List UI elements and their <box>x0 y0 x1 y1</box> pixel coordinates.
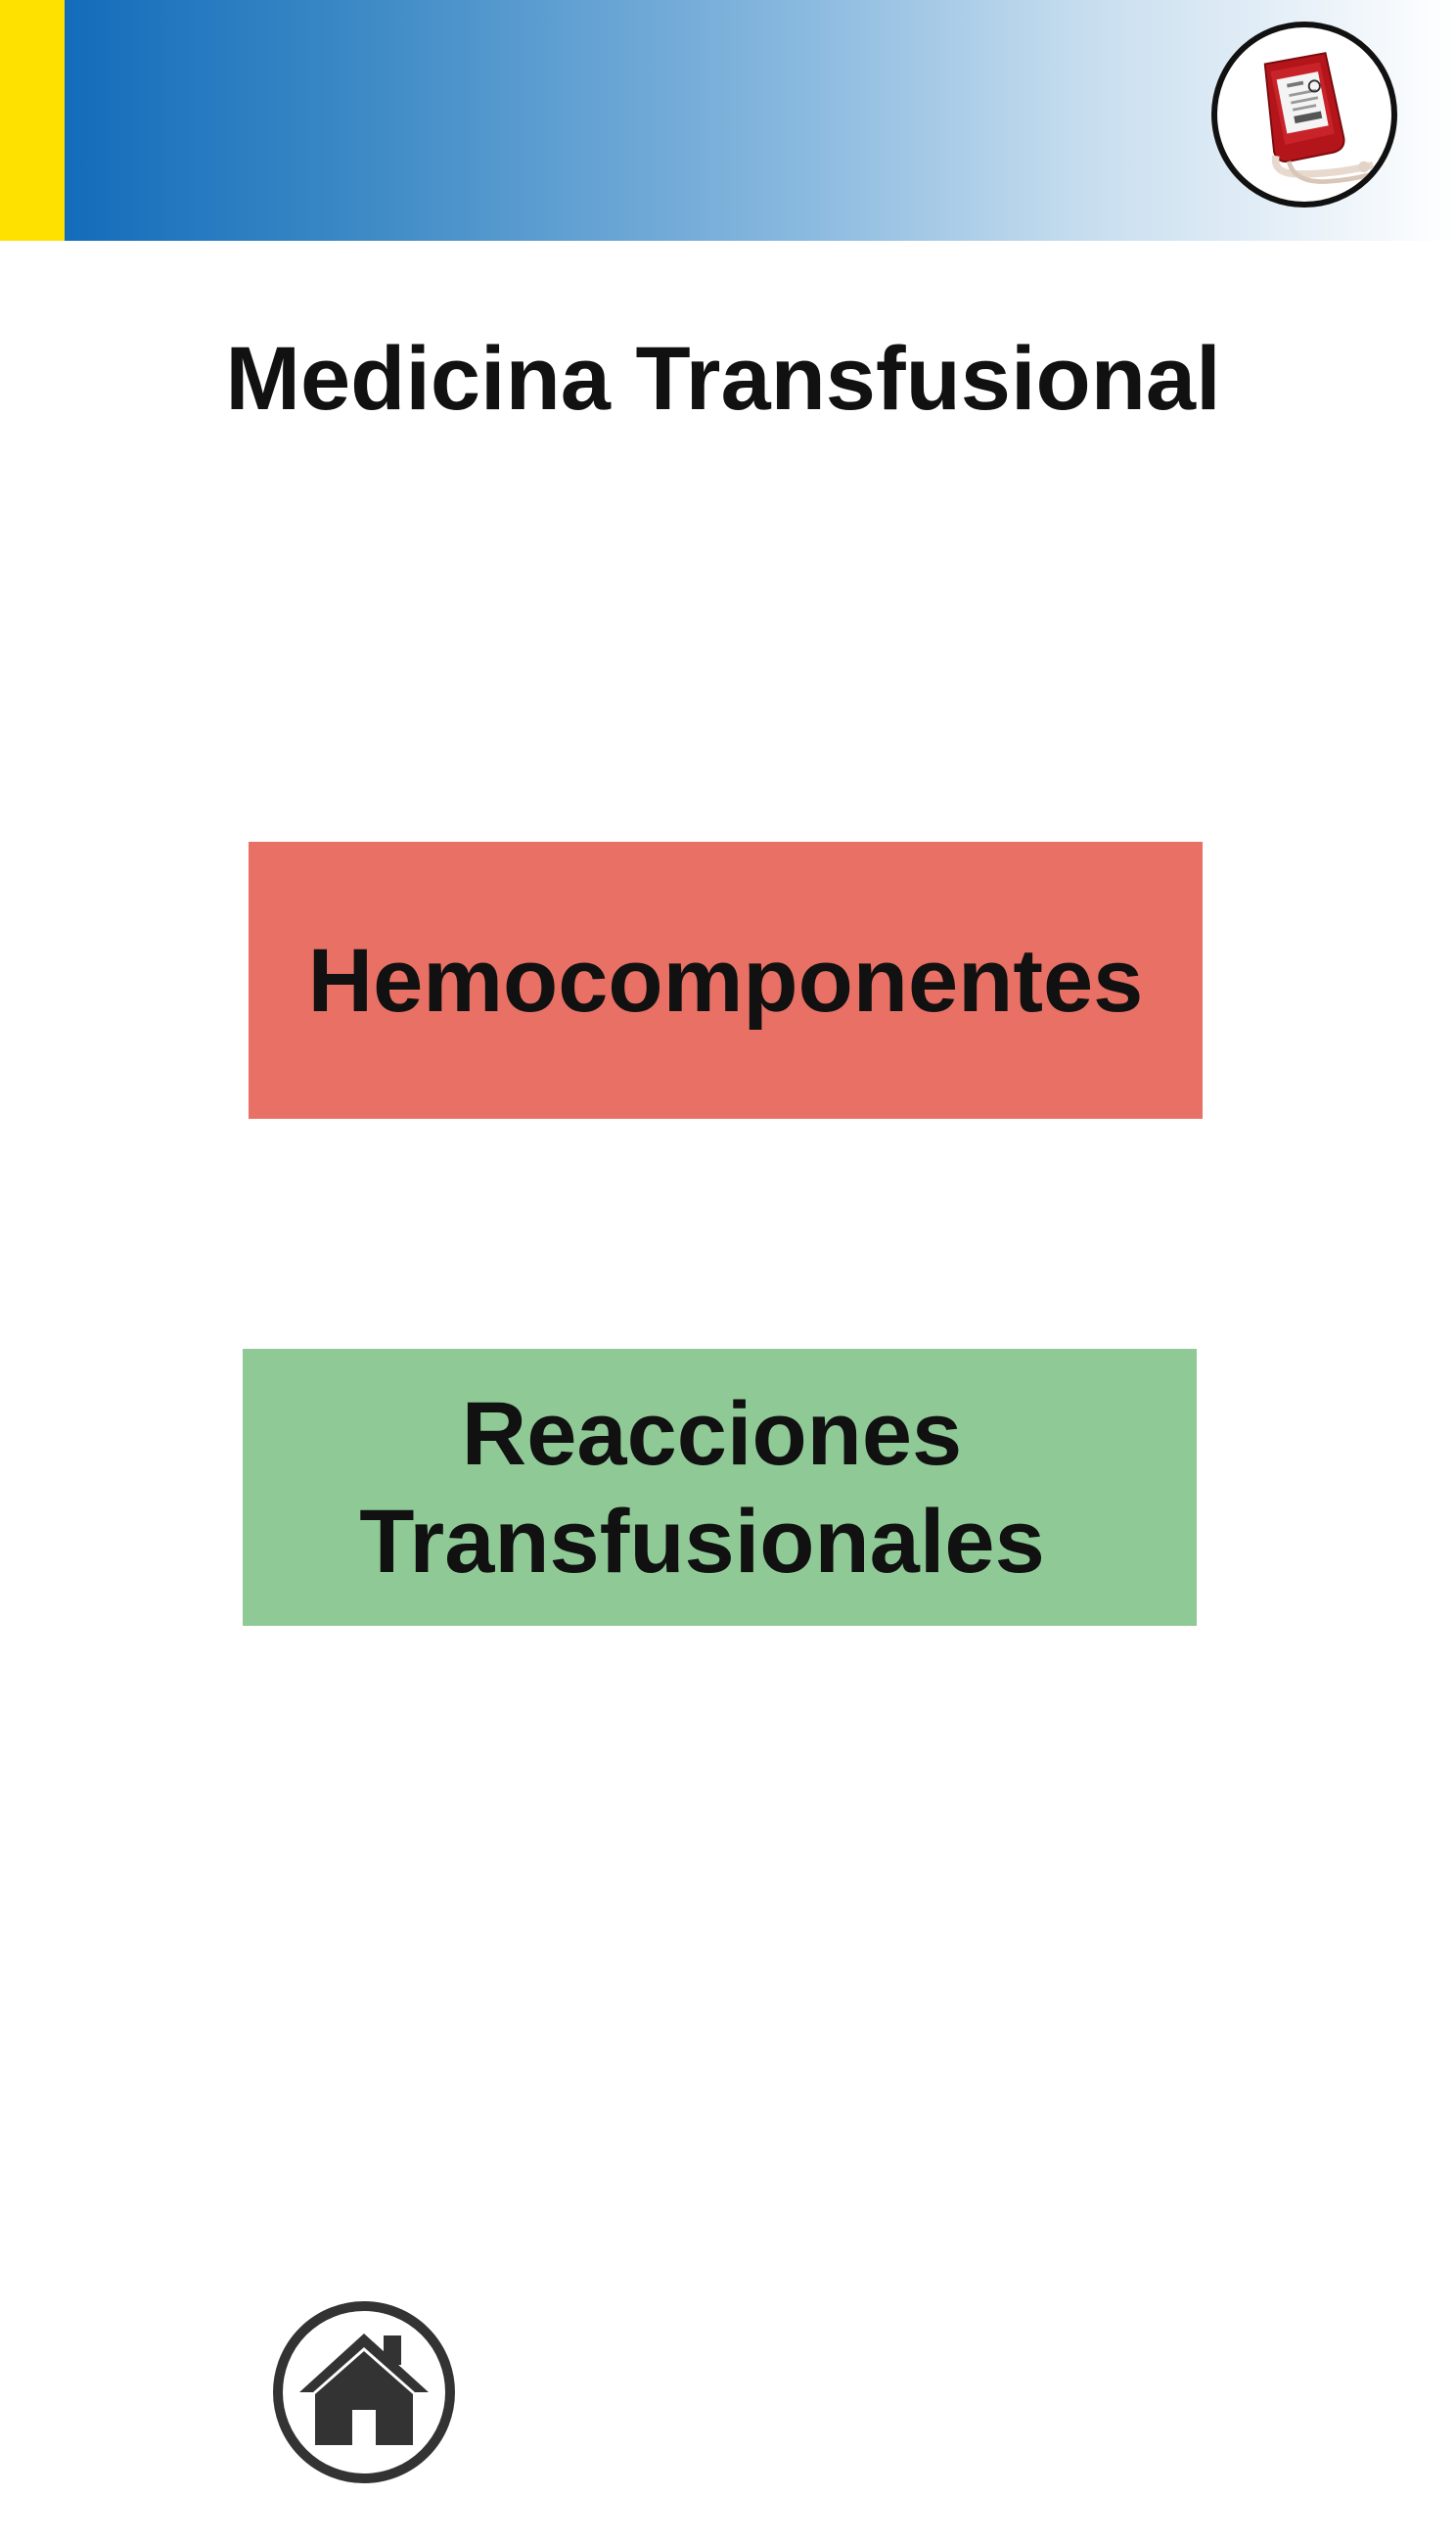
reacciones-button-label-line2: Transfusionales <box>359 1491 1045 1592</box>
page-title: Medicina Transfusional <box>225 329 1221 429</box>
home-icon <box>273 2301 455 2483</box>
home-button[interactable] <box>270 2298 458 2486</box>
header-accent-stripe <box>0 0 65 241</box>
blood-bag-icon <box>1211 22 1397 208</box>
reacciones-button-label-line1: Reacciones <box>461 1383 963 1484</box>
hemocomponentes-button[interactable]: Hemocomponentes <box>249 842 1203 1119</box>
hemocomponentes-button-label: Hemocomponentes <box>307 930 1144 1031</box>
reacciones-transfusionales-button[interactable]: Reacciones Transfusionales <box>243 1349 1197 1626</box>
header-banner <box>0 0 1456 241</box>
